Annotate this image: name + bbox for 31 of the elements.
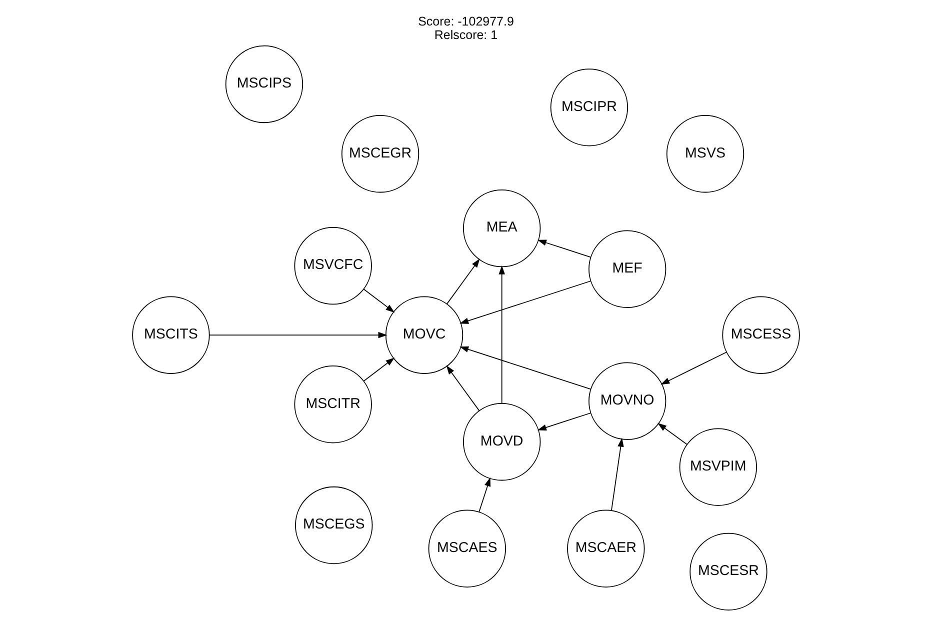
node-circle: MSCAER [566, 510, 644, 588]
node-circle: MSCIPR [550, 68, 628, 146]
arrow [446, 258, 480, 304]
caption: Relscore: 1 [434, 28, 498, 42]
node-circle: MSCESR [689, 532, 767, 611]
node-circle: MSCEGS [294, 486, 372, 564]
arrow [446, 365, 480, 412]
node-circle: MSCEGR [340, 115, 419, 193]
arrow [459, 280, 591, 324]
node-circle: MSCITR [294, 366, 372, 444]
node-circle: MSCESS [722, 296, 800, 374]
node-circle: MSVCFC [294, 227, 372, 305]
diagram-title: Score: -102977.9 [418, 14, 514, 28]
node-circle: MSCITS [132, 296, 210, 374]
arrow [478, 477, 490, 512]
arrow [536, 412, 591, 430]
node-circle: MEF [588, 230, 666, 308]
arrow [536, 240, 591, 258]
arrow [498, 265, 504, 404]
node-circle: MOVD [462, 403, 540, 481]
arrow [610, 438, 624, 512]
node-circle: MSVPIM [678, 428, 756, 506]
arrow [362, 288, 394, 313]
node-circle: MSVS [666, 115, 744, 193]
node-circle: MSCAES [428, 510, 506, 588]
node-circle: MSCIPS [224, 45, 303, 124]
arrow [362, 358, 394, 382]
arrow [459, 346, 591, 390]
arrow [660, 352, 727, 385]
arrow [657, 423, 687, 445]
arrow [208, 332, 387, 338]
